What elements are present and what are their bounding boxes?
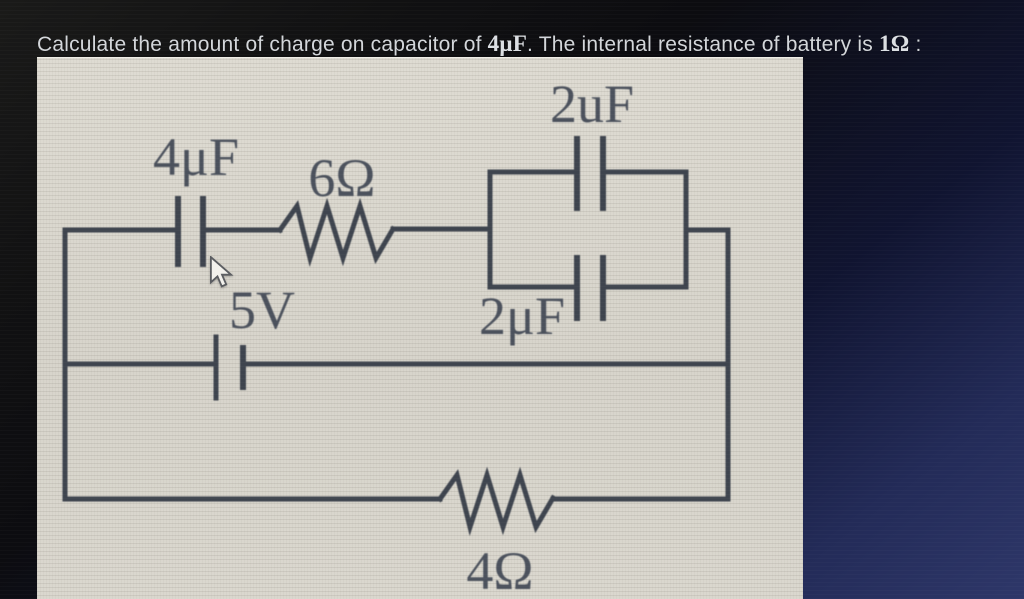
resistor-4ohm-symbol	[436, 466, 557, 537]
wire-top-run	[62, 226, 493, 233]
label-battery-5v: 5V	[229, 280, 295, 340]
label-capacitor-4uf: 4μF	[153, 127, 239, 187]
question-capacitance-value: 4μF	[487, 30, 528, 56]
capacitor-2uf-bottom-symbol	[574, 255, 606, 321]
question-prefix: Calculate the amount of charge on capaci…	[37, 33, 488, 56]
label-capacitor-2uf-bottom: 2μF	[479, 286, 565, 346]
label-resistor-6ohm: 6Ω	[308, 148, 376, 208]
capacitor-2uf-top-symbol	[574, 136, 606, 211]
label-resistor-4ohm: 4Ω	[466, 541, 534, 599]
question-suffix: :	[909, 33, 922, 56]
circuit-diagram-image: 4μF 6Ω 2uF 2μF 5V 4Ω	[37, 57, 803, 599]
photo-area: 4μF 6Ω 2uF 2μF 5V 4Ω	[37, 58, 803, 599]
mouse-cursor-icon	[209, 256, 234, 288]
question-text: Calculate the amount of charge on capaci…	[37, 30, 1022, 57]
circuit-schematic	[62, 136, 731, 537]
label-capacitor-2uf-top: 2uF	[549, 74, 635, 134]
resistor-6ohm-symbol	[276, 197, 397, 268]
question-resistance-value: 1Ω	[878, 30, 910, 56]
capacitor-4uf-symbol	[175, 196, 206, 267]
question-middle: . The internal resistance of battery is	[527, 33, 879, 56]
